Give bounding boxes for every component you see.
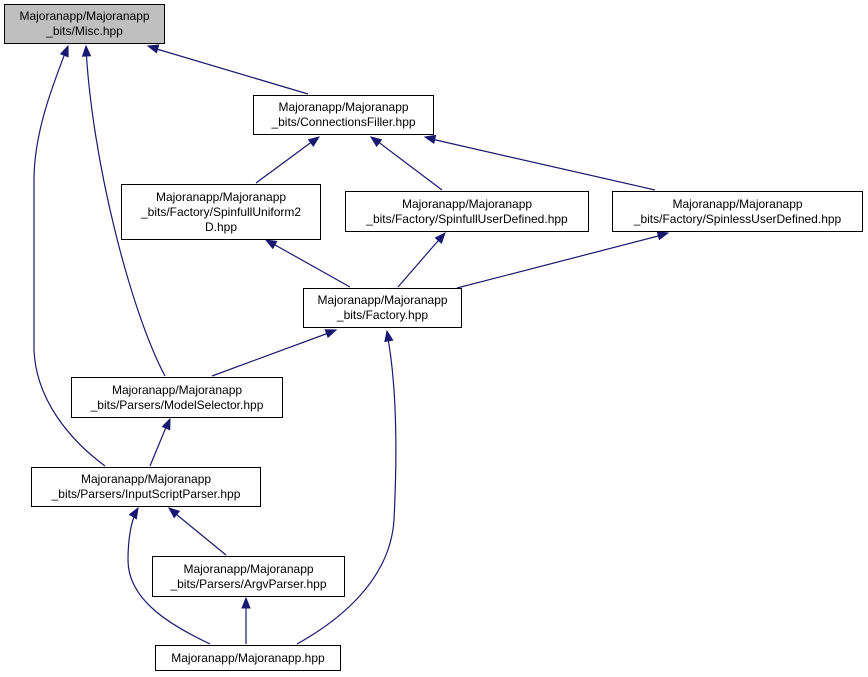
node-factory-line-1: Majoranapp/Majoranapp [317, 293, 448, 307]
node-model-selector-line-1: Majoranapp/Majoranapp [111, 382, 243, 397]
node-connections-filler-line-2: _bits/ConnectionsFiller.hpp [271, 115, 416, 129]
edge-factory-to-spinless-user-defined [456, 233, 667, 289]
node-argv-parser-line-1: Majoranapp/Majoranapp [183, 561, 314, 576]
node-input-script-parser-line-2: _bits/Parsers/InputScriptParser.hpp [51, 487, 241, 501]
node-majoranapp-line-1: Majoranapp/Majoranapp.hpp [171, 650, 325, 665]
node-model-selector[interactable]: Majoranapp/Majoranapp _bits/Parsers/Mode… [71, 377, 283, 418]
node-spinfull-uniform2d-line-1: Majoranapp/Majoranapp [155, 189, 287, 204]
node-misc: Majoranapp/Majoranapp _bits/Misc.hpp [4, 4, 165, 44]
node-spinfull-uniform2d[interactable]: Majoranapp/Majoranapp _bits/Factory/Spin… [121, 184, 321, 240]
edge-spinfull-uniform2d-to-connections-filler-arrowhead [307, 136, 321, 148]
node-spinless-user-defined-line-1: Majoranapp/Majoranapp [672, 196, 803, 211]
edge-input-script-parser-to-model-selector-arrowhead [161, 417, 171, 431]
edge-majoranapp-to-factory-arrowhead [384, 329, 394, 343]
edge-majoranapp-to-input-script-parser-arrowhead [128, 506, 139, 520]
edge-connections-filler-to-misc [149, 46, 309, 95]
edge-factory-to-spinfull-uniform2d [267, 240, 351, 288]
edge-majoranapp-to-argv-parser-arrowhead [241, 596, 251, 609]
edge-spinfull-user-defined-to-connections-filler [372, 137, 443, 191]
node-spinfull-user-defined-line-2: _bits/Factory/SpinfullUserDefined.hpp [366, 211, 568, 226]
edge-majoranapp-to-factory [296, 332, 397, 645]
edge-model-selector-to-factory [211, 330, 335, 377]
edge-majoranapp-to-input-script-parser [127, 510, 211, 645]
node-input-script-parser[interactable]: Majoranapp/Majoranapp _bits/Parsers/Inpu… [31, 467, 261, 507]
edge-factory-to-spinfull-uniform2d-arrowhead [264, 239, 278, 250]
edge-spinless-user-defined-to-connections-filler [426, 137, 656, 191]
edge-model-selector-to-factory-arrowhead [324, 329, 338, 339]
edge-model-selector-to-misc-arrowhead [81, 44, 92, 57]
edge-factory-to-spinfull-user-defined [397, 233, 445, 288]
edge-input-script-parser-to-misc-arrowhead [59, 44, 69, 58]
node-spinless-user-defined-line-2: _bits/Factory/SpinlessUserDefined.hpp [633, 211, 842, 226]
edge-input-script-parser-to-misc [33, 47, 106, 467]
node-model-selector-line-2: _bits/Parsers/ModelSelector.hpp [90, 397, 264, 412]
node-input-script-parser-line-1: Majoranapp/Majoranapp [80, 472, 212, 486]
node-spinfull-uniform2d-line-3: D.hpp [204, 219, 238, 234]
node-connections-filler-line-1: Majoranapp/Majoranapp [278, 100, 409, 114]
node-spinfull-user-defined[interactable]: Majoranapp/Majoranapp _bits/Factory/Spin… [345, 191, 589, 232]
edge-argv-parser-to-input-script-parser [170, 509, 227, 556]
edge-connections-filler-to-misc-arrowhead [146, 44, 160, 54]
node-factory[interactable]: Majoranapp/Majoranapp _bits/Factory.hpp [303, 288, 462, 328]
node-spinless-user-defined[interactable]: Majoranapp/Majoranapp _bits/Factory/Spin… [612, 191, 863, 232]
node-factory-line-2: _bits/Factory.hpp [336, 308, 429, 322]
edge-spinfull-uniform2d-to-connections-filler [255, 137, 318, 184]
node-argv-parser-line-2: _bits/Parsers/ArgvParser.hpp [170, 576, 327, 591]
edge-factory-to-spinless-user-defined-arrowhead [656, 231, 670, 241]
edge-spinless-user-defined-to-connections-filler-arrowhead [423, 134, 437, 144]
node-misc-line-1: Majoranapp/Majoranapp [19, 9, 150, 23]
edge-model-selector-to-misc [85, 47, 166, 377]
node-spinfull-user-defined-line-1: Majoranapp/Majoranapp [401, 196, 533, 211]
node-spinfull-uniform2d-line-2: _bits/Factory/SpinfullUniform2 [140, 204, 302, 219]
node-majoranapp[interactable]: Majoranapp/Majoranapp.hpp [155, 645, 341, 671]
edge-argv-parser-to-input-script-parser-arrowhead [167, 507, 181, 519]
node-misc-line-2: _bits/Misc.hpp [46, 24, 123, 38]
edge-factory-to-spinfull-user-defined-arrowhead [434, 231, 446, 245]
node-connections-filler[interactable]: Majoranapp/Majoranapp _bits/ConnectionsF… [253, 95, 434, 135]
edge-spinfull-user-defined-to-connections-filler-arrowhead [369, 136, 383, 148]
node-argv-parser[interactable]: Majoranapp/Majoranapp _bits/Parsers/Argv… [152, 556, 345, 597]
